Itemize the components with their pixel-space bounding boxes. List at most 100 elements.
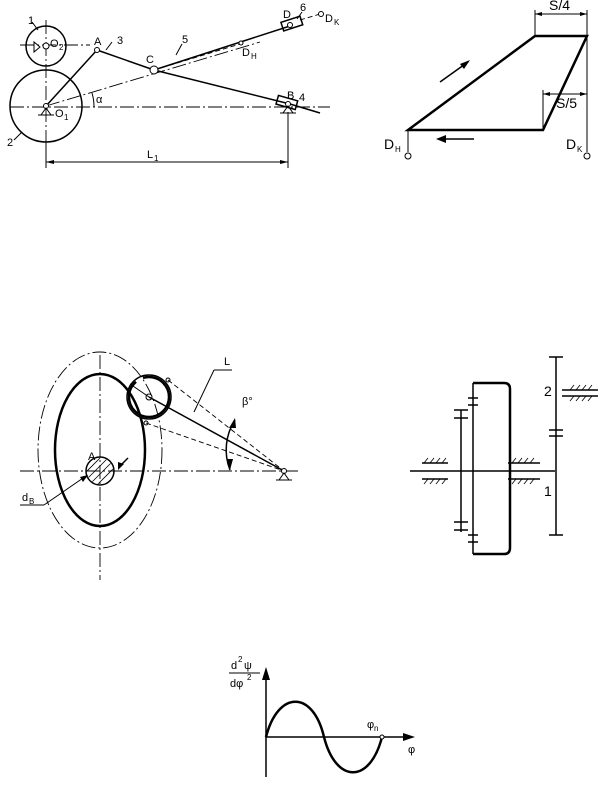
- beta-arrow-down: [227, 459, 233, 470]
- slider-6: [279, 15, 304, 32]
- cam-pitch-curve: [37, 351, 163, 549]
- link-3: [96, 49, 155, 71]
- label-gear-2: 2: [544, 383, 552, 399]
- label-gear-1: 1: [28, 15, 34, 27]
- forward-arrow-head: [460, 60, 470, 69]
- label-O1: O: [55, 108, 64, 120]
- label-6: 6: [300, 2, 306, 14]
- dim-arrow-right: [280, 160, 288, 164]
- bearing-left-hatch: [423, 457, 447, 485]
- dim-S4-arrow-left: [535, 12, 542, 16]
- bearing-2-hatch: [569, 384, 593, 402]
- link-extension: [289, 103, 321, 114]
- label-den-sup: 2: [247, 673, 252, 682]
- label-DK-sub: K: [577, 145, 583, 154]
- link-5: [153, 25, 291, 71]
- rocker-dashed-top: [167, 379, 285, 472]
- dim-S4-arrow-right: [580, 12, 587, 16]
- label-L1-sub: 1: [154, 154, 159, 163]
- label-S4: S/4: [549, 0, 570, 13]
- joint-C: [149, 65, 159, 75]
- label-4: 4: [299, 92, 305, 104]
- sine-curve: [264, 700, 384, 774]
- cam-profile: [53, 372, 147, 528]
- label-alpha: α: [96, 94, 103, 106]
- dim-S5-arrow-left: [543, 92, 550, 96]
- crank-O1A: [45, 49, 98, 107]
- leader-dB: [43, 475, 87, 506]
- leader-6: [296, 11, 303, 20]
- label-num-sup: 2: [238, 655, 243, 664]
- label-DH-sub: H: [395, 145, 401, 154]
- rocker-arm: [148, 396, 285, 472]
- label-O1-sub: 1: [64, 113, 69, 122]
- link-to-B: [153, 69, 291, 105]
- cycle-polygon: [404, 34, 589, 132]
- leader-L: [193, 369, 215, 413]
- label-psi: ψ: [244, 660, 252, 672]
- support-O2: [33, 40, 41, 54]
- leader-5: [175, 43, 183, 56]
- label-num-d: d: [231, 660, 237, 672]
- return-arrow-head: [436, 135, 446, 143]
- pivot-support: [278, 472, 290, 481]
- rocker-dashed-bottom: [145, 422, 285, 472]
- label-DH: D: [384, 136, 394, 152]
- point-DK: [583, 152, 591, 160]
- joint-A: [94, 47, 100, 53]
- label-den: dφ: [230, 678, 243, 690]
- dim-arrow-left: [46, 160, 54, 164]
- cam-mechanism-figure: L β° A d B: [20, 351, 300, 580]
- label-D: D: [283, 9, 291, 21]
- leader-3: [105, 41, 113, 51]
- label-DK: D: [325, 13, 333, 25]
- point-DH: [238, 40, 244, 46]
- slider-4: [275, 94, 299, 111]
- label-dB: d: [22, 492, 28, 504]
- gear-1: [25, 25, 67, 67]
- leader-1: [31, 21, 39, 31]
- beta-arrow-up: [229, 418, 236, 428]
- x-axis-arrow: [403, 733, 415, 741]
- label-gear-1: 1: [544, 483, 552, 499]
- label-A: A: [94, 36, 102, 48]
- label-L1: L: [147, 149, 153, 161]
- bearing-mid-hatch: [511, 457, 535, 485]
- roller: [127, 375, 171, 419]
- label-link-3: 3: [117, 35, 123, 47]
- cam-shaft: [85, 456, 115, 486]
- point-DK: [318, 11, 324, 17]
- label-A: A: [88, 451, 96, 463]
- label-phi-n: φ: [367, 719, 374, 731]
- point-phi-n: [379, 734, 385, 740]
- point-DH: [404, 152, 412, 160]
- slider-cycle-figure: S/4 S/5 D H D K: [384, 0, 591, 160]
- label-DK-sub: K: [334, 18, 340, 27]
- joint-O2: [42, 42, 50, 50]
- ring-gear-housing: [473, 381, 512, 556]
- label-phi: φ: [408, 744, 415, 756]
- acceleration-curve-figure: d 2 ψ dφ 2 φ n φ: [229, 655, 415, 777]
- rotation-arrow-tail: [121, 457, 129, 465]
- label-gear-2: 2: [7, 137, 13, 149]
- label-DK: D: [566, 136, 576, 152]
- link-5-dashed: [153, 43, 241, 71]
- roller-outer: [126, 374, 172, 420]
- label-DH-sub: H: [251, 52, 257, 61]
- label-L: L: [224, 356, 230, 368]
- label-B: B: [287, 90, 294, 102]
- label-beta: β°: [242, 396, 253, 408]
- label-DH: D: [242, 47, 250, 59]
- label-C: C: [146, 54, 154, 66]
- slider-guide: [299, 13, 321, 21]
- label-O2: O: [50, 38, 59, 50]
- y-axis-arrow: [262, 667, 270, 680]
- leader-2: [13, 131, 23, 141]
- rocker-stub: [129, 383, 150, 398]
- linkage-mechanism-figure: 1 O 2 A 3 C 5 D 6 D K D H α O 1 B 4 2 L …: [7, 2, 340, 168]
- label-dB-sub: B: [29, 497, 34, 506]
- label-S5: S/5: [556, 95, 577, 111]
- gear-train-figure: 2 1: [410, 356, 598, 556]
- label-phi-n-sub: n: [374, 724, 378, 733]
